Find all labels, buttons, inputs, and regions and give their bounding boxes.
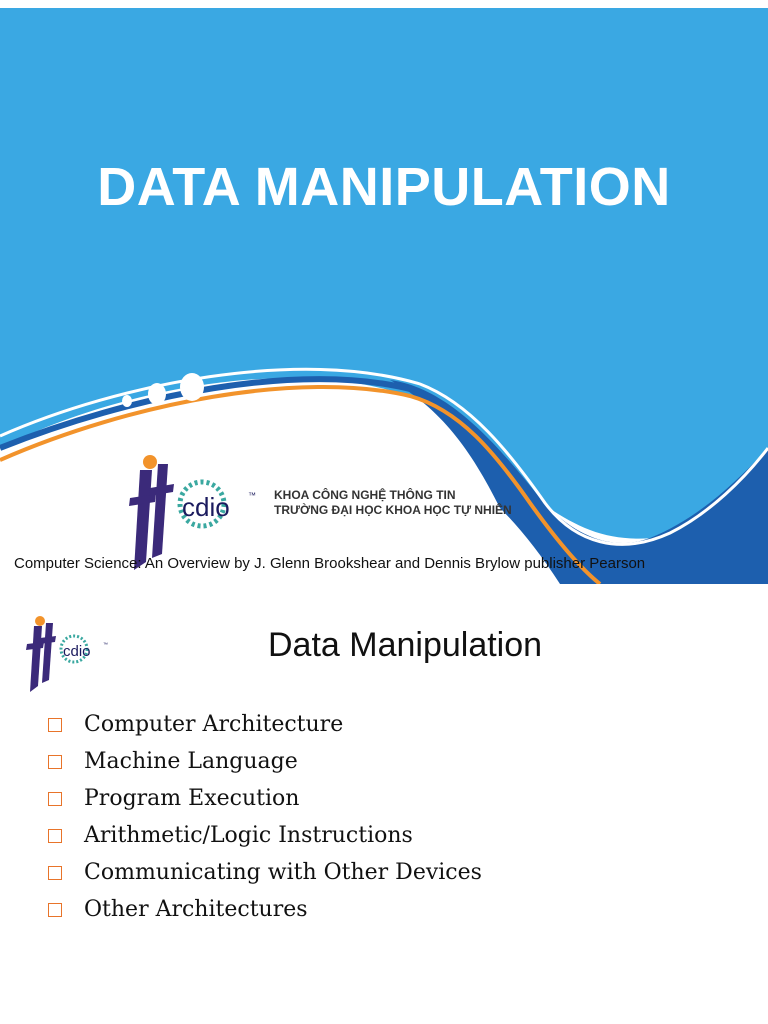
checkbox-square-icon [48,754,62,769]
list-item: Communicating with Other Devices [48,854,482,891]
faculty-line-2: TRƯỜNG ĐẠI HỌC KHOA HỌC TỰ NHIÊN [274,503,512,517]
slide-title: Data Manipulation [268,626,543,664]
checkbox-square-icon [48,717,62,732]
checkbox-square-icon [48,828,62,843]
svg-text:™: ™ [103,642,108,648]
list-item: Other Architectures [48,891,482,928]
svg-text:cdio: cdio [182,492,230,522]
svg-text:cdio: cdio [63,643,91,660]
faculty-line-1: KHOA CÔNG NGHỆ THÔNG TIN [274,488,456,502]
checkbox-square-icon [48,791,62,806]
svg-text:™: ™ [248,491,256,500]
title-slide: DATA MANIPULATION cdio ™ KHOA CÔNG NGHỆ … [0,8,768,584]
list-item: Machine Language [48,743,482,780]
slide-title: DATA MANIPULATION [97,157,671,217]
content-slide: cdio ™ Data Manipulation Computer Archit… [0,596,768,1024]
book-credit: Computer Science: An Overview by J. Glen… [14,555,646,572]
list-item: Computer Architecture [48,706,482,743]
fit-cdio-logo-icon: cdio ™ [129,455,256,570]
bullet-list: Computer Architecture Machine Language P… [48,706,482,928]
fit-cdio-logo-small-icon: cdio ™ [26,616,108,692]
checkbox-square-icon [48,865,62,880]
faculty-text: KHOA CÔNG NGHỆ THÔNG TIN TRƯỜNG ĐẠI HỌC … [274,488,512,518]
checkbox-square-icon [48,902,62,917]
wave-background [0,8,768,584]
list-item: Program Execution [48,780,482,817]
list-item: Arithmetic/Logic Instructions [48,817,482,854]
